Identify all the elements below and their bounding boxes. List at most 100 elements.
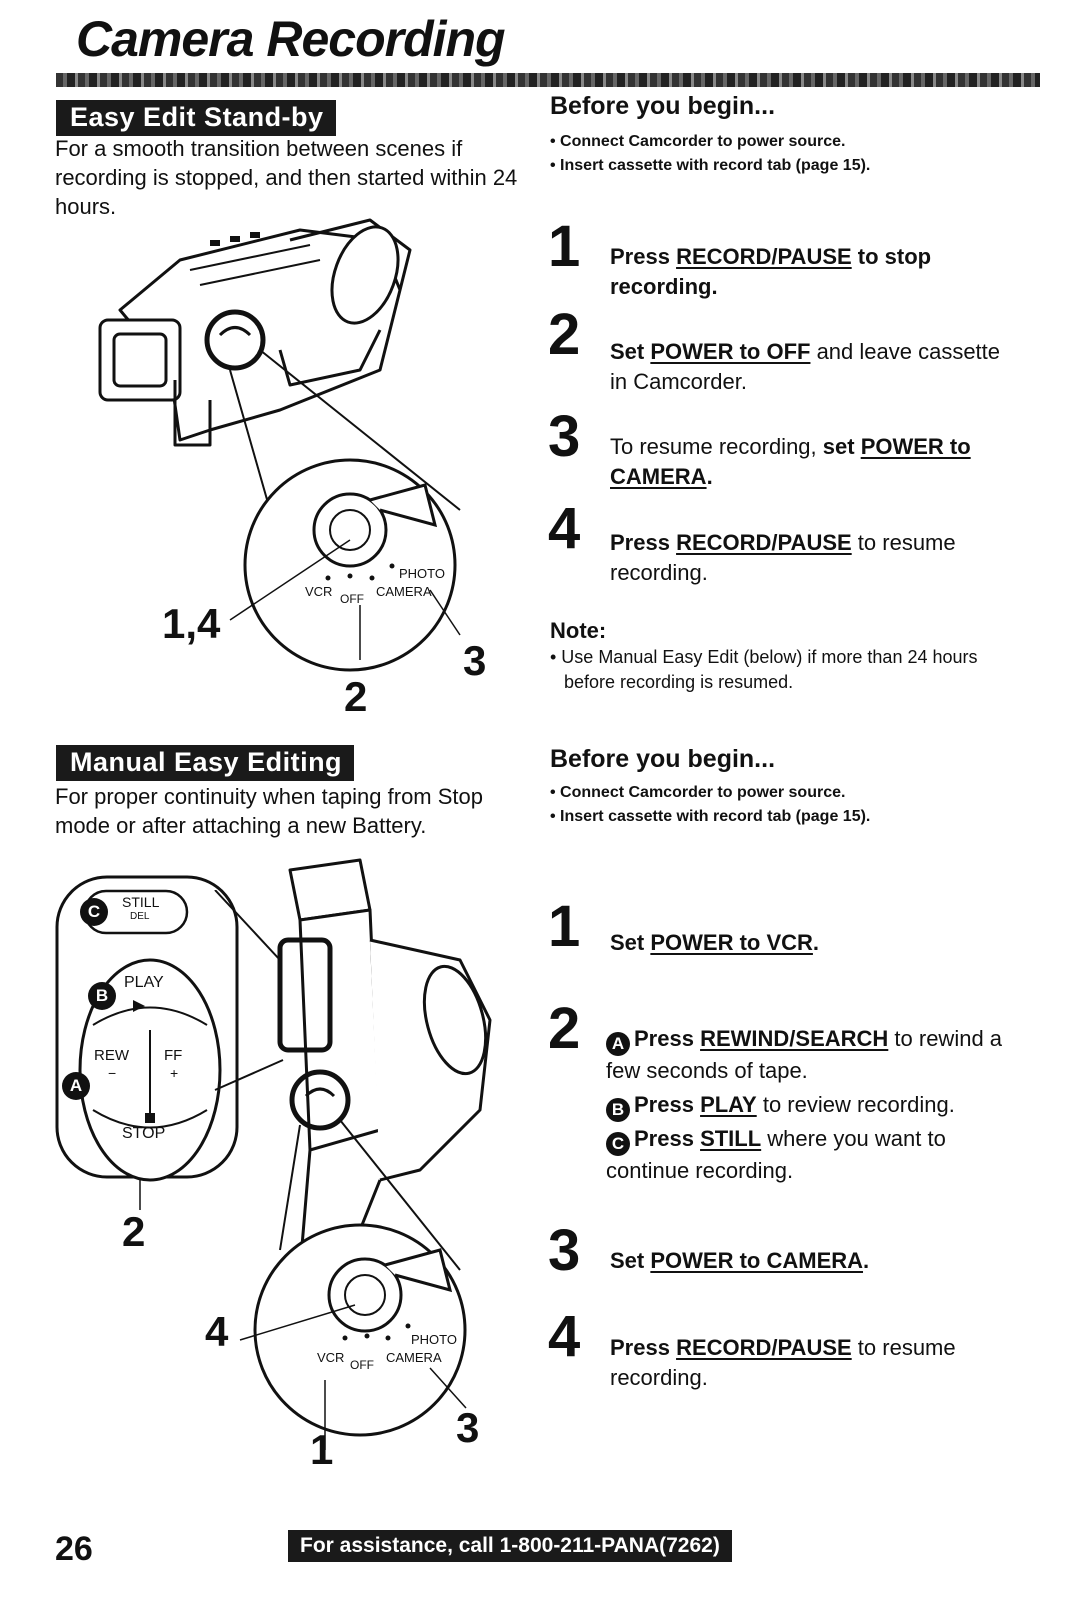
callout-lines-bottom (239, 1304, 467, 1450)
callout-1-4: 1,4 (162, 600, 221, 647)
bold-text: Press (610, 244, 677, 269)
plain-text: where you want to continue recording. (606, 1126, 946, 1183)
dial-label-vcr: VCR (305, 584, 333, 599)
step-text: Set POWER to OFF and leave cassette in C… (610, 337, 1010, 397)
panel-connector-lines (214, 890, 284, 1091)
plain-text: To resume recording, (610, 434, 823, 459)
letter-a-badge: A (62, 1072, 90, 1100)
step-number: 1 (548, 214, 581, 279)
callout-1-lower: 1 (310, 1426, 334, 1473)
bold-text: Set (610, 930, 651, 955)
assistance-banner: For assistance, call 1-800-211-PANA(7262… (288, 1530, 732, 1562)
substep-text: Press REWIND/SEARCH to rewind a few seco… (606, 1026, 1002, 1083)
bold-text: Press (610, 530, 677, 555)
note-heading: Note: (550, 618, 607, 643)
step-number: 2 (548, 996, 581, 1061)
before-bullets: • Connect Camcorder to power source. • I… (550, 130, 870, 178)
stop-button-label[interactable]: STOP (122, 1125, 166, 1142)
callout-lines-top (229, 539, 461, 660)
bold-text: Set (610, 339, 651, 364)
bullet-item: • Insert cassette with record tab (page … (550, 808, 871, 825)
bold-text: . (863, 1248, 870, 1273)
control-name: POWER to CAMERA (650, 1248, 864, 1273)
section2-intro: For proper continuity when taping from S… (55, 784, 484, 838)
plain-text: to rewind a few seconds of tape. (606, 1026, 1003, 1083)
step-number: 1 (548, 894, 581, 959)
page-number: 26 (55, 1530, 93, 1568)
bold-text: Press (610, 1335, 677, 1360)
button-panel-illustration (55, 875, 239, 1182)
bullet-item: • Insert cassette with record tab (page … (550, 157, 871, 174)
ff-plus: + (170, 1065, 179, 1081)
control-name: RECORD/PAUSE (676, 530, 852, 555)
rew-minus: − (108, 1065, 117, 1081)
bold-text: . (812, 930, 820, 955)
bold-text: to stop recording. (610, 244, 932, 299)
page-title: Camera Recording (76, 11, 506, 67)
bold-text: . (706, 464, 713, 489)
still-button-label[interactable]: STILL (122, 894, 160, 910)
dial-label-vcr-2: VCR (317, 1350, 345, 1365)
letter-b-badge: B (88, 982, 116, 1010)
control-name: REWIND/SEARCH (700, 1026, 889, 1051)
before-bullets-2: • Connect Camcorder to power source. • I… (550, 781, 870, 829)
callout-2-lower: 2 (122, 1208, 146, 1255)
dial-label-photo-2: PHOTO (411, 1332, 457, 1347)
before-you-begin-heading: Before you begin... (550, 92, 776, 120)
section-tag-easy-edit: Easy Edit Stand-by (56, 100, 336, 136)
letter-b-badge: B (606, 1098, 630, 1122)
callout-4-lower: 4 (205, 1308, 229, 1355)
callout-line-2 (139, 1180, 141, 1210)
callout-3: 3 (463, 637, 487, 684)
plain-text: to resume recording. (610, 1335, 956, 1390)
step-text: Press RECORD/PAUSE to resume recording. (610, 1333, 1030, 1393)
dial-label-photo: PHOTO (399, 566, 445, 581)
dial-label-off-2: OFF (350, 1358, 374, 1372)
dial-label-off: OFF (340, 592, 364, 606)
step-number: 4 (548, 496, 581, 561)
plain-text: to review recording. (756, 1092, 955, 1117)
callout-3-lower: 3 (456, 1404, 480, 1451)
control-name: STILL (700, 1126, 762, 1151)
bold-text: set (822, 434, 861, 459)
letter-c-badge: C (606, 1132, 630, 1156)
plain-text: to resume recording. (610, 530, 956, 585)
del-label: DEL (130, 911, 150, 922)
bullet-item: • Connect Camcorder to power source. (550, 133, 846, 150)
note-body: • Use Manual Easy Edit (below) if more t… (550, 647, 978, 692)
step-number: 3 (548, 404, 581, 469)
letter-a-badge: A (606, 1032, 630, 1056)
plain-text: and leave cassette in Camcorder. (610, 339, 1001, 394)
letter-c-badge: C (80, 898, 108, 926)
step-number: 2 (548, 302, 581, 367)
step-text: To resume recording, set POWER to CAMERA… (610, 432, 1010, 492)
dial-label-camera-2: CAMERA (386, 1350, 442, 1365)
step-text: Set POWER to CAMERA. (610, 1246, 1010, 1276)
step-number: 3 (548, 1218, 581, 1283)
step-text: Press RECORD/PAUSE to stop recording. (610, 242, 1030, 302)
section1-intro: For a smooth transition between scenes i… (55, 136, 518, 219)
control-name: PLAY (700, 1092, 757, 1117)
control-name: RECORD/PAUSE (676, 244, 852, 269)
step-text: Press RECORD/PAUSE to resume recording. (610, 528, 1030, 588)
camcorder-illustration-bottom (253, 858, 492, 1437)
rew-button-label[interactable]: REW (94, 1047, 129, 1064)
control-name: POWER to CAMERA (610, 434, 971, 489)
substep-text: Press PLAY to review recording. (634, 1092, 955, 1117)
section-tag-manual-easy-editing: Manual Easy Editing (56, 745, 355, 781)
dial-label-camera: CAMERA (376, 584, 432, 599)
play-button-label[interactable]: PLAY (124, 974, 164, 991)
ff-button-label[interactable]: FF (164, 1047, 183, 1064)
before-you-begin-heading-2: Before you begin... (550, 745, 776, 773)
bold-text: Press (634, 1092, 701, 1117)
bold-text: Press (634, 1026, 701, 1051)
control-name: POWER to OFF (650, 339, 811, 364)
step-text: Set POWER to VCR. (610, 928, 1010, 958)
camcorder-illustration-top (98, 218, 461, 672)
bold-text: Press (634, 1126, 701, 1151)
callout-2: 2 (344, 673, 368, 720)
title-rule (56, 73, 1040, 87)
